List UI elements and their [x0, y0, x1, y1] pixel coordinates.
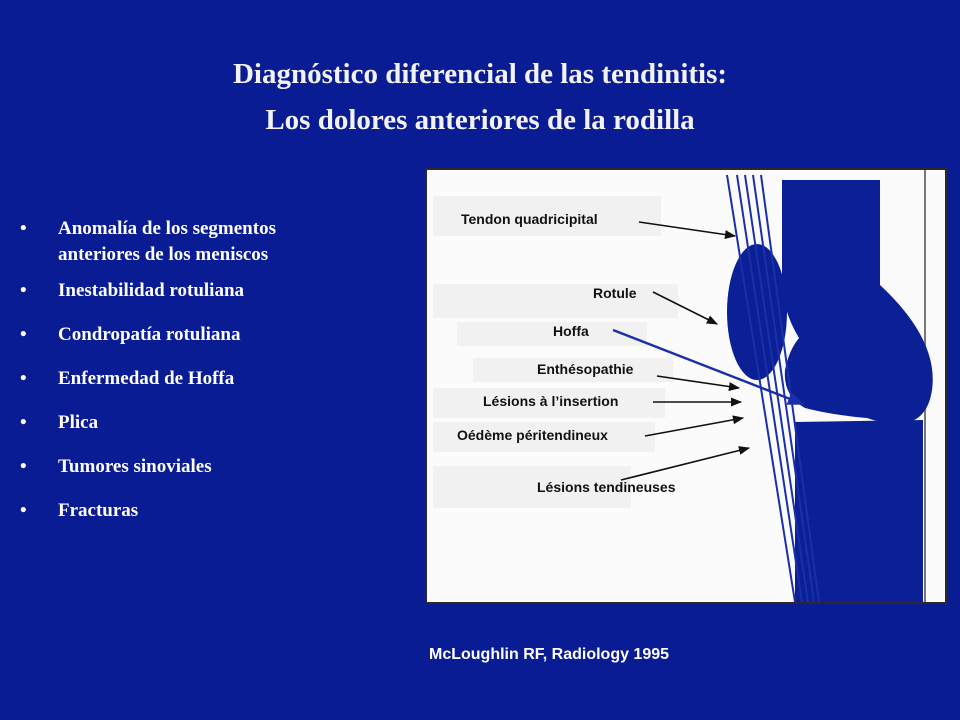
bullet-text: anteriores de los meniscos — [58, 244, 269, 265]
label-hoffa: Hoffa — [553, 323, 589, 339]
label-rotule: Rotule — [593, 285, 637, 301]
label-enthesopathie: Enthésopathie — [537, 361, 634, 377]
label-band — [433, 196, 661, 236]
bullet-item: • Plica — [20, 410, 400, 436]
bullet-text: Enfermedad de Hoffa — [58, 368, 235, 389]
arrow — [644, 415, 745, 437]
bullet-dot: • — [20, 324, 27, 345]
bullet-dot: • — [20, 500, 27, 521]
arrow-hoffa — [612, 328, 805, 406]
label-band — [433, 422, 655, 452]
bullet-text: Anomalía de los segmentos — [58, 218, 276, 239]
slide-title-line-2: Los dolores anteriores de la rodilla — [265, 104, 695, 136]
bullet-item: • Fracturas — [20, 498, 400, 524]
bullet-dot: • — [20, 280, 27, 301]
bullet-text: Condropatía rotuliana — [58, 324, 241, 345]
bullet-text: Plica — [58, 412, 99, 433]
bullet-dot: • — [20, 368, 27, 389]
label-oedeme: Oédème péritendineux — [457, 427, 608, 443]
arrow — [656, 375, 741, 391]
label-lesions-tendineuses: Lésions tendineuses — [537, 479, 676, 495]
label-band — [433, 466, 631, 508]
tibia-shape — [795, 420, 923, 602]
femur-shape — [782, 180, 933, 424]
label-band — [473, 358, 673, 382]
tendon-fibres — [726, 174, 820, 602]
figure-caption: McLoughlin RF, Radiology 1995 — [429, 646, 670, 663]
bullet-item: • Tumores sinoviales — [20, 454, 400, 480]
label-band — [433, 284, 678, 318]
arrow — [620, 446, 751, 481]
bullet-item: • Enfermedad de Hoffa — [20, 366, 400, 392]
slide-title-line-1: Diagnóstico diferencial de las tendiniti… — [232, 58, 728, 90]
label-band — [457, 322, 647, 346]
label-arrows — [620, 221, 751, 481]
label-lesions-insertion: Lésions à l’insertion — [483, 393, 618, 409]
arrow — [638, 221, 737, 239]
arrow — [652, 291, 719, 325]
label-band — [433, 388, 665, 418]
bullet-text: Inestabilidad rotuliana — [58, 280, 245, 301]
bullet-dot: • — [20, 456, 27, 477]
bullet-dot: • — [20, 218, 27, 239]
knee-diagram: Tendon quadricipital Rotule Hoffa Enthés… — [425, 168, 947, 604]
bullet-text: Tumores sinoviales — [58, 456, 212, 477]
bullet-list: • Anomalía de los segmentos anteriores d… — [20, 216, 400, 542]
bullet-item: • Inestabilidad rotuliana — [20, 278, 400, 304]
bullet-item: • Condropatía rotuliana — [20, 322, 400, 348]
bullet-text: Fracturas — [58, 500, 139, 521]
bullet-dot: • — [20, 412, 27, 433]
label-tendon-quadricipital: Tendon quadricipital — [461, 211, 598, 227]
knee-diagram-svg: Tendon quadricipital Rotule Hoffa Enthés… — [427, 170, 945, 602]
bullet-item: • Anomalía de los segmentos anteriores d… — [20, 216, 400, 268]
